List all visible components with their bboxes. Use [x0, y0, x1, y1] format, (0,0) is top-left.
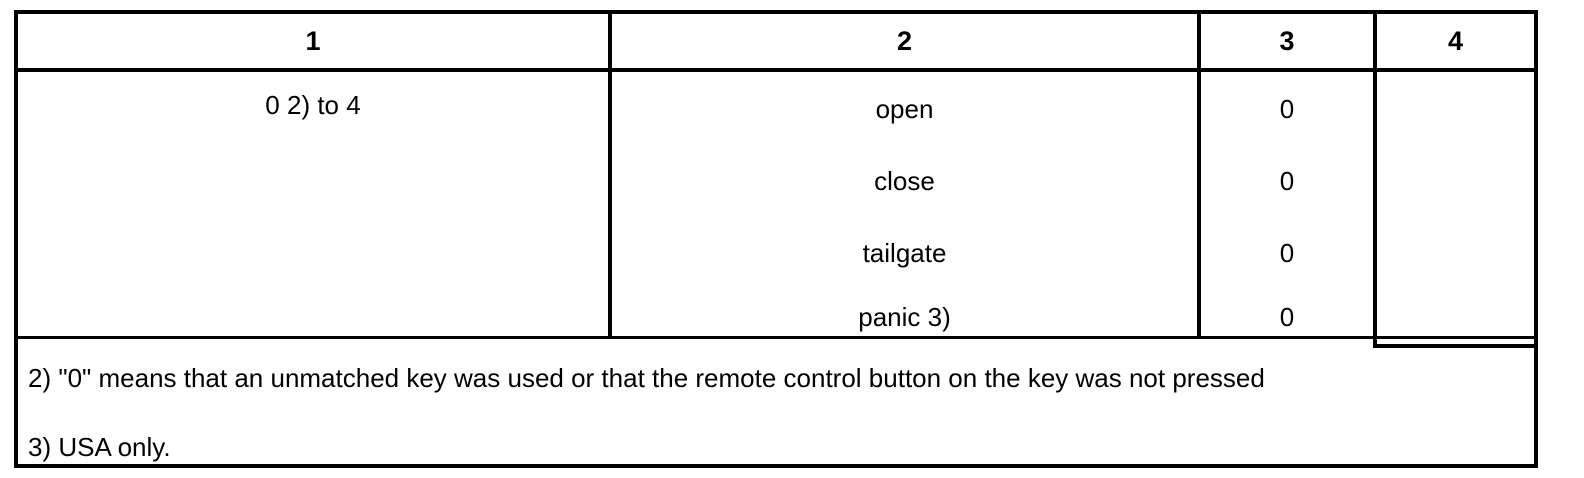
column-header-4: 4 [1447, 25, 1464, 56]
column-divider-1-2 [608, 14, 612, 336]
column-divider-2-3 [1197, 14, 1201, 336]
table-row-value-close: 0 [1279, 166, 1295, 196]
table-header-row: 1 2 3 4 [18, 14, 1534, 68]
table-cell-column-2: open close tailgate panic 3) [612, 72, 1197, 336]
footnote-section: 2) "0" means that an unmatched key was u… [18, 339, 1534, 464]
footnote-3: 3) USA only. [28, 432, 171, 462]
table-row-value-open: 0 [1279, 94, 1295, 124]
table-row-label-tailgate: tailgate [862, 238, 947, 268]
cell-text-range: 0 2) to 4 [265, 90, 361, 120]
column-header-2: 2 [896, 25, 913, 56]
header-separator-rule [18, 68, 1534, 72]
table-row-value-panic: 0 [1279, 302, 1295, 332]
data-table: 1 2 3 4 0 2) to 4 open close tailgate pa… [14, 10, 1538, 468]
footnote-separator-rule-right [1373, 344, 1534, 348]
table-row-label-panic: panic 3) [858, 302, 951, 332]
table-row-label-open: open [875, 94, 934, 124]
table-cell-column-1: 0 2) to 4 [18, 72, 608, 336]
table-cell-column-3: 0 0 0 0 [1201, 72, 1373, 336]
column-header-1: 1 [305, 25, 321, 56]
column-header-3: 3 [1279, 25, 1295, 56]
table-row-label-close: close [874, 166, 935, 196]
footnote-2: 2) "0" means that an unmatched key was u… [28, 363, 1265, 393]
table-cell-column-4 [1377, 72, 1534, 344]
table-row-value-tailgate: 0 [1279, 238, 1295, 268]
footnote-separator-rule [18, 336, 1534, 339]
column-divider-3-4 [1373, 14, 1377, 344]
table-body: 0 2) to 4 open close tailgate panic 3) 0… [18, 72, 1534, 336]
